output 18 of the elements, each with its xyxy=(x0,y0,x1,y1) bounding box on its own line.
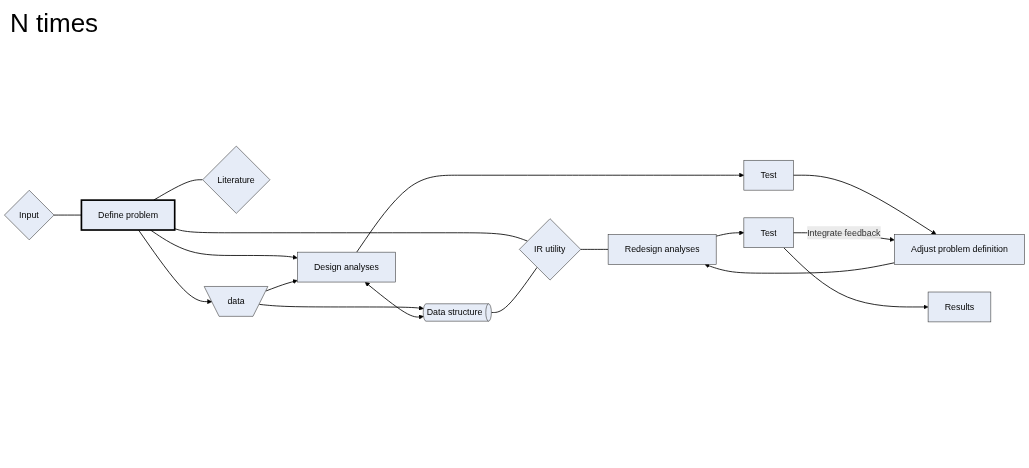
edge-label: Integrate feedback xyxy=(807,227,881,238)
node-diamond: Input xyxy=(4,190,55,241)
note-text: N times xyxy=(10,8,99,39)
node-box: Define problem xyxy=(80,199,176,231)
node-text: Data structure xyxy=(426,307,483,317)
connector xyxy=(580,248,609,250)
node-diamond: Literature xyxy=(202,145,271,214)
node-diamond: IR utility xyxy=(519,218,581,281)
node-box: Adjust problem definition xyxy=(894,234,1025,265)
node-box: Test xyxy=(743,217,794,248)
node-box: Design analyses xyxy=(297,251,396,283)
node-box: Test xyxy=(743,160,794,191)
connector xyxy=(490,266,538,313)
connector xyxy=(153,179,203,201)
connector xyxy=(53,214,82,216)
connector xyxy=(174,228,528,242)
node-box: Redesign analyses xyxy=(607,234,717,265)
node-box: Results xyxy=(927,291,992,323)
